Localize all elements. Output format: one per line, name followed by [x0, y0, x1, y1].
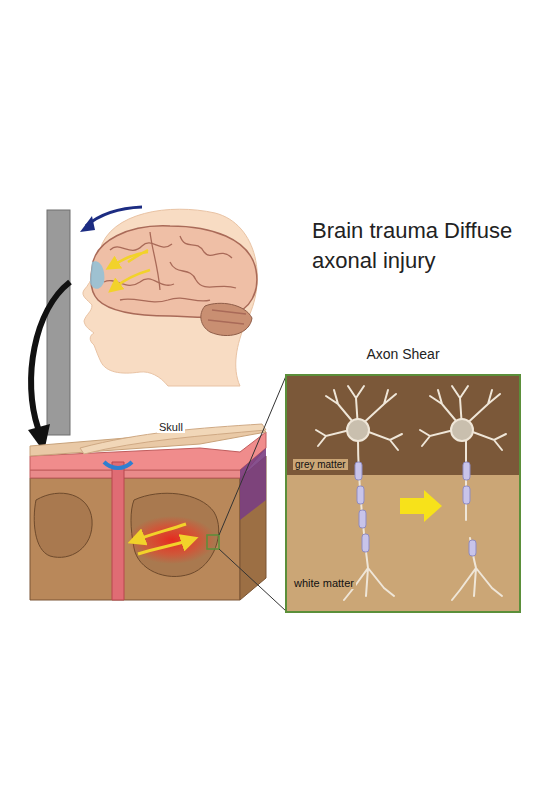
motion-arrowhead: [80, 216, 95, 232]
axon-panel: [286, 375, 520, 612]
part-label: white matter: [292, 577, 356, 589]
brain: [91, 226, 257, 317]
cerebellum: [201, 303, 252, 335]
soma: [347, 419, 369, 441]
brain-gyri: [104, 232, 246, 324]
title: Brain trauma Diffuse axonal injury: [312, 216, 524, 276]
part-label: Skull: [157, 421, 185, 433]
head: [83, 209, 257, 386]
shear-arrow: [400, 490, 442, 522]
zoom-line: [219, 549, 286, 611]
myelin: [355, 462, 476, 556]
panel-heading: Axon Shear: [286, 346, 520, 362]
neurons: [316, 386, 506, 600]
image-ground: [15, 195, 524, 617]
wall: [47, 210, 70, 435]
tissue-block: [30, 424, 266, 600]
soma: [451, 419, 473, 441]
shear-arrows: [136, 524, 190, 554]
zoom-arrow: [31, 282, 70, 428]
panel-node: Axon Shear: [286, 346, 520, 612]
force-arrows: [112, 250, 150, 288]
motion-arrow: [86, 207, 142, 226]
bruise: [90, 261, 104, 289]
zoom-line: [219, 376, 286, 535]
zoom-square: [207, 535, 219, 549]
part-label: grey matter: [293, 459, 348, 470]
